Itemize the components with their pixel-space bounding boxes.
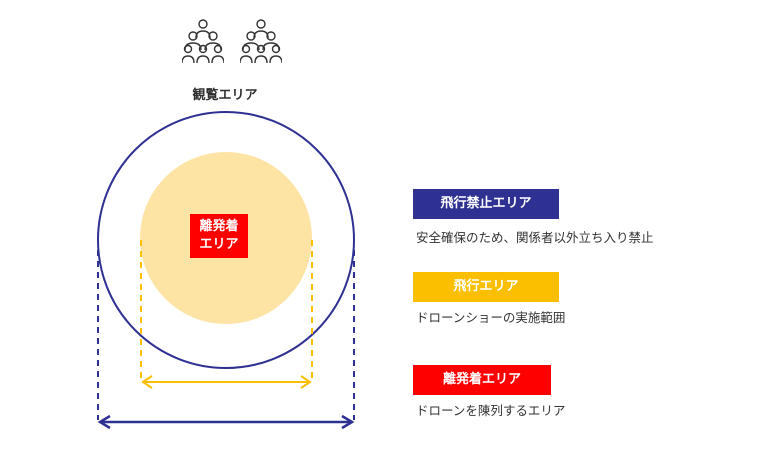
- landing-zone-label-line1: 離発着: [199, 219, 239, 234]
- audience-area-title: 観覧エリア: [192, 88, 258, 103]
- legend-landing-badge: 離発着エリア: [413, 365, 551, 395]
- people-group-icon: [240, 19, 282, 64]
- landing-zone-label-line2: エリア: [199, 237, 239, 252]
- landing-zone-center-label: 離発着 エリア: [190, 214, 248, 258]
- legend-flight-badge: 飛行エリア: [413, 272, 559, 302]
- legend-no-fly-desc: 安全確保のため、関係者以外立ち入り禁止: [416, 230, 654, 245]
- legend-no-fly-badge: 飛行禁止エリア: [413, 189, 559, 219]
- no-fly-zone-circle: [97, 111, 355, 369]
- legend-landing-desc: ドローンを陳列するエリア: [416, 403, 566, 418]
- legend-flight-desc: ドローンショーの実施範囲: [416, 310, 566, 325]
- flight-zone-width-arrow: [141, 375, 312, 389]
- no-fly-zone-width-arrow: [97, 414, 355, 430]
- people-group-icon: [182, 19, 224, 64]
